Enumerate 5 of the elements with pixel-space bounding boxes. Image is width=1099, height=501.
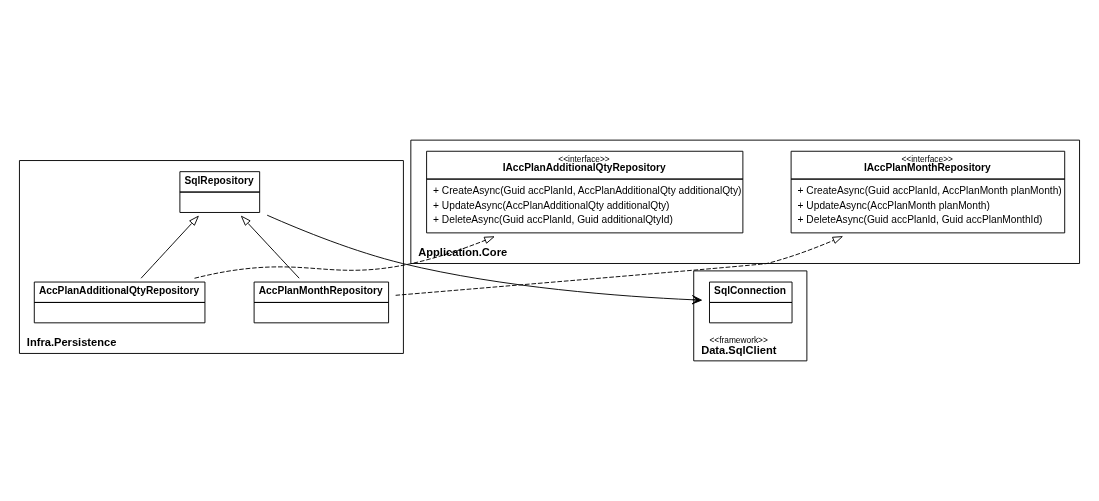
arrow <box>240 215 300 279</box>
arrow <box>395 236 843 296</box>
arrow <box>194 236 495 279</box>
arrow <box>140 215 199 279</box>
arrow <box>266 214 702 305</box>
